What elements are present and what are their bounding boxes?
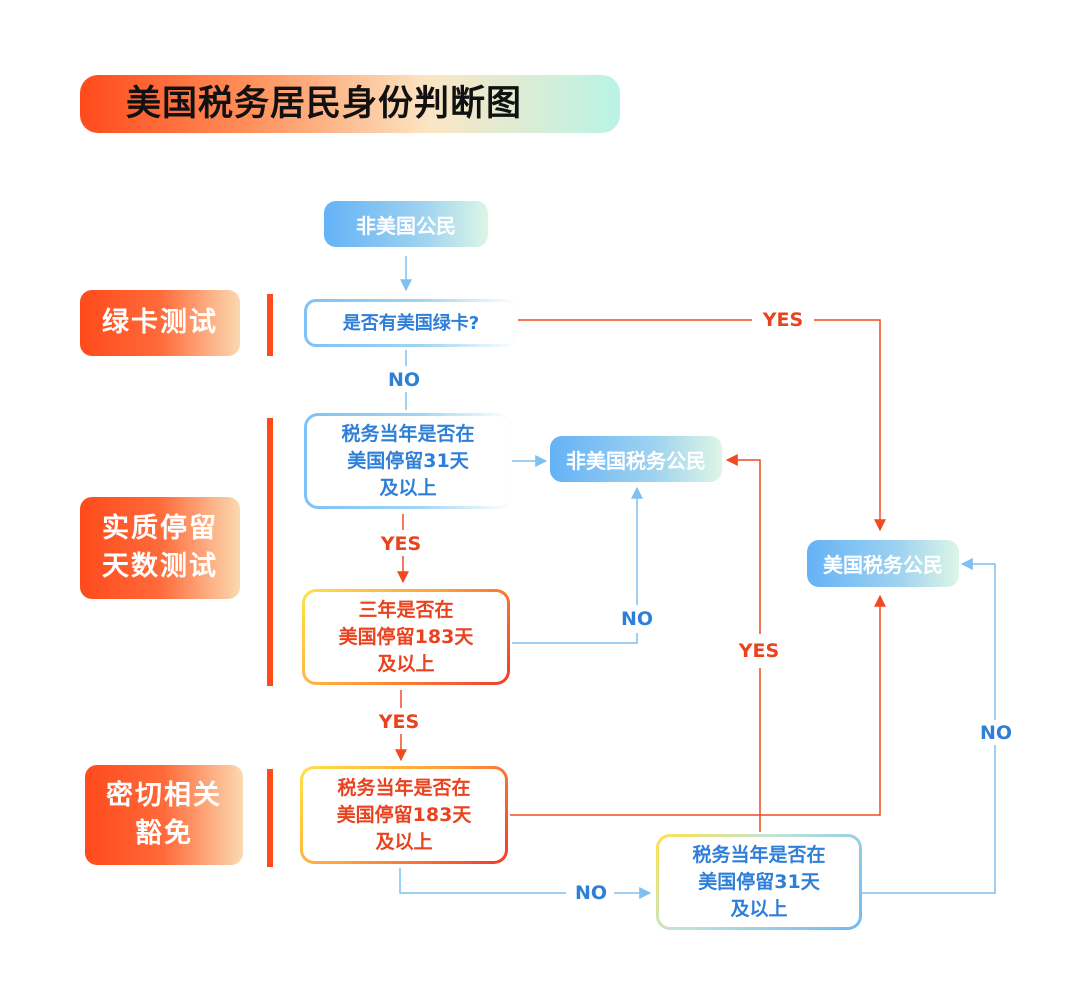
label-current183-no: NO <box>575 882 607 904</box>
node-31-days-question-text: 税务当年是否在 美国停留31天 及以上 <box>307 416 509 506</box>
node-183-days-current-year-question-text: 税务当年是否在 美国停留183天 及以上 <box>303 769 505 861</box>
node-183-days-current-year-question: 税务当年是否在 美国停留183天 及以上 <box>300 766 508 864</box>
section-divider-substantial-presence <box>267 418 273 686</box>
label-31days2-yes: YES <box>738 640 779 662</box>
node-result-non-resident: 非美国税务公民 <box>550 436 722 482</box>
section-tag-substantial-presence: 实质停留 天数测试 <box>80 497 240 599</box>
section-tag-closer-connection: 密切相关 豁免 <box>85 765 243 865</box>
node-31-days-question-2-text: 税务当年是否在 美国停留31天 及以上 <box>659 837 859 927</box>
label-greencard-no: NO <box>388 369 420 391</box>
node-183-days-three-years-question-text: 三年是否在 美国停留183天 及以上 <box>305 592 507 682</box>
arrow-31days2-yes <box>725 454 761 634</box>
label-31days2-no: NO <box>980 722 1012 744</box>
section-divider-green-card <box>267 294 273 356</box>
arrow-31days2-no <box>960 558 996 720</box>
node-green-card-question-text: 是否有美国绿卡? <box>307 302 515 344</box>
page-title: 美国税务居民身份判断图 <box>126 84 523 124</box>
section-divider-closer-connection <box>267 769 273 867</box>
label-3years-yes: YES <box>378 711 419 733</box>
node-green-card-question: 是否有美国绿卡? <box>304 299 518 347</box>
label-31days-yes: YES <box>380 533 421 555</box>
label-greencard-yes: YES <box>762 309 803 331</box>
node-start-non-us-citizen: 非美国公民 <box>324 201 488 247</box>
node-183-days-three-years-question: 三年是否在 美国停留183天 及以上 <box>302 589 510 685</box>
line-31days2-no-a <box>862 745 996 894</box>
node-31-days-question-2: 税务当年是否在 美国停留31天 及以上 <box>656 834 862 930</box>
arrow-current183-to-resident <box>510 594 886 816</box>
line-current183-no-a <box>399 868 566 894</box>
arrow-greencard-yes <box>814 319 886 532</box>
node-result-resident: 美国税务公民 <box>807 540 959 587</box>
title-banner <box>80 75 620 133</box>
line-3years-no-a <box>512 633 638 644</box>
node-31-days-question: 税务当年是否在 美国停留31天 及以上 <box>304 413 512 509</box>
section-tag-green-card: 绿卡测试 <box>80 290 240 356</box>
label-3years-no: NO <box>621 608 653 630</box>
